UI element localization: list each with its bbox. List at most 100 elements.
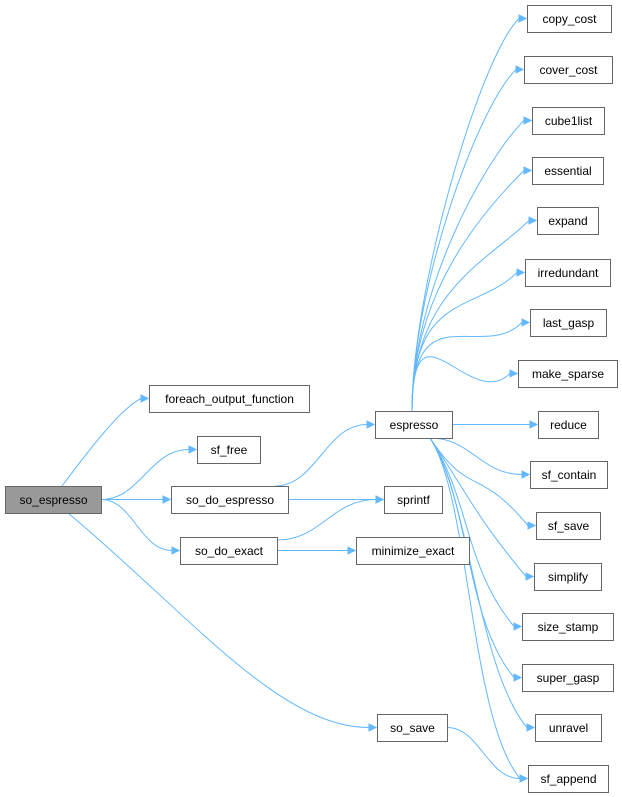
edge-so-espresso-to-so-save <box>67 512 370 728</box>
arrowhead-size-stamp <box>513 622 523 631</box>
node-label-sprintf: sprintf <box>397 493 430 507</box>
edge-espresso-to-copy-cost <box>411 18 520 412</box>
node-box-unravel <box>535 714 602 742</box>
arrowhead-make-sparse <box>509 369 519 378</box>
arrowhead-sf-append <box>519 774 529 783</box>
node-label-so-espresso: so_espresso <box>19 493 87 507</box>
arrowhead-unravel <box>526 723 536 732</box>
node-box-so-espresso <box>5 486 102 514</box>
node-so-espresso[interactable]: so_espresso <box>5 486 102 514</box>
node-label-sf-append: sf_append <box>540 772 596 786</box>
nodes-layer: so_espresso foreach_output_function sf_fre… <box>5 5 618 793</box>
node-box-so-save <box>377 714 448 742</box>
edge-espresso-to-simplify <box>429 437 527 577</box>
node-box-foreach-output-function <box>149 385 310 413</box>
node-irredundant[interactable]: irredundant <box>525 259 611 287</box>
node-box-sf-append <box>528 765 609 793</box>
node-label-expand: expand <box>548 214 587 228</box>
edge-espresso-to-make-sparse <box>411 356 511 412</box>
edge-espresso-to-expand <box>411 220 530 412</box>
node-so-do-exact[interactable]: so_do_exact <box>180 537 278 565</box>
node-box-so-do-exact <box>180 537 278 565</box>
node-box-espresso <box>375 411 453 439</box>
node-label-cube1list: cube1list <box>545 114 593 128</box>
arrowhead-sf-free <box>188 445 198 454</box>
node-label-so-do-exact: so_do_exact <box>195 544 264 558</box>
node-expand[interactable]: expand <box>537 207 599 235</box>
arrowhead-so-do-exact <box>171 546 181 555</box>
node-super-gasp[interactable]: super_gasp <box>522 664 614 692</box>
arrowhead-so-save <box>368 723 378 732</box>
arrowhead-reduce <box>529 420 539 429</box>
node-label-irredundant: irredundant <box>538 266 599 280</box>
arrowhead-sprintf <box>375 495 385 504</box>
arrowhead-so-do-espresso <box>162 495 172 504</box>
node-label-sf-contain: sf_contain <box>542 468 597 482</box>
node-label-so-do-espresso: so_do_espresso <box>186 493 274 507</box>
node-box-essential <box>532 157 604 185</box>
node-label-foreach-output-function: foreach_output_function <box>165 392 294 406</box>
node-so-do-espresso[interactable]: so_do_espresso <box>171 486 289 514</box>
node-box-expand <box>537 207 599 235</box>
arrowhead-expand <box>528 216 538 225</box>
node-box-sf-contain <box>530 461 608 489</box>
arrowhead-cube1list <box>523 116 533 125</box>
node-box-sf-free <box>197 436 261 464</box>
node-box-sprintf <box>384 486 443 514</box>
node-last-gasp[interactable]: last_gasp <box>530 309 607 337</box>
node-box-cube1list <box>532 107 605 135</box>
node-make-sparse[interactable]: make_sparse <box>518 360 618 388</box>
node-espresso[interactable]: espresso <box>375 411 453 439</box>
node-label-reduce: reduce <box>550 418 587 432</box>
edge-so-do-exact-to-sprintf <box>276 499 377 541</box>
node-box-cover-cost <box>524 56 613 84</box>
arrowhead-simplify <box>525 572 535 581</box>
node-reduce[interactable]: reduce <box>538 411 599 439</box>
arrowhead-essential <box>523 166 533 175</box>
node-box-simplify <box>534 563 602 591</box>
edge-espresso-to-irredundant <box>411 272 518 412</box>
node-label-cover-cost: cover_cost <box>539 63 598 77</box>
node-sf-contain[interactable]: sf_contain <box>530 461 608 489</box>
node-sf-append[interactable]: sf_append <box>528 765 609 793</box>
node-size-stamp[interactable]: size_stamp <box>522 613 614 641</box>
node-foreach-output-function[interactable]: foreach_output_function <box>149 385 310 413</box>
node-box-irredundant <box>525 259 611 287</box>
node-label-super-gasp: super_gasp <box>537 671 600 685</box>
node-sf-save[interactable]: sf_save <box>536 512 601 540</box>
node-label-espresso: espresso <box>390 418 439 432</box>
node-label-size-stamp: size_stamp <box>538 620 599 634</box>
node-box-sf-save <box>536 512 601 540</box>
arrowhead-irredundant <box>516 268 526 277</box>
node-cover-cost[interactable]: cover_cost <box>524 56 613 84</box>
arrowhead-espresso <box>366 420 376 429</box>
node-label-copy-cost: copy_cost <box>542 12 597 26</box>
edge-espresso-to-cube1list <box>411 120 525 412</box>
edge-so-espresso-to-sf-free <box>100 449 190 500</box>
node-simplify[interactable]: simplify <box>534 563 602 591</box>
node-sf-free[interactable]: sf_free <box>197 436 261 464</box>
node-copy-cost[interactable]: copy_cost <box>527 5 612 33</box>
arrowhead-cover-cost <box>515 65 525 74</box>
arrowhead-last-gasp <box>521 318 531 327</box>
arrowhead-super-gasp <box>513 673 523 682</box>
node-box-make-sparse <box>518 360 618 388</box>
node-label-simplify: simplify <box>548 570 588 584</box>
node-sprintf[interactable]: sprintf <box>384 486 443 514</box>
arrowhead-copy-cost <box>518 14 528 23</box>
edge-espresso-to-sf-save <box>429 437 529 526</box>
edge-espresso-to-unravel <box>429 437 528 728</box>
node-essential[interactable]: essential <box>532 157 604 185</box>
node-unravel[interactable]: unravel <box>535 714 602 742</box>
node-minimize-exact[interactable]: minimize_exact <box>356 537 470 565</box>
arrowhead-minimize-exact <box>347 546 357 555</box>
node-box-last-gasp <box>530 309 607 337</box>
node-cube1list[interactable]: cube1list <box>532 107 605 135</box>
arrowhead-sf-contain <box>521 470 531 479</box>
node-box-minimize-exact <box>356 537 470 565</box>
node-label-make-sparse: make_sparse <box>532 367 604 381</box>
node-so-save[interactable]: so_save <box>377 714 448 742</box>
node-label-unravel: unravel <box>549 721 588 735</box>
node-label-so-save: so_save <box>390 721 435 735</box>
node-box-size-stamp <box>522 613 614 641</box>
